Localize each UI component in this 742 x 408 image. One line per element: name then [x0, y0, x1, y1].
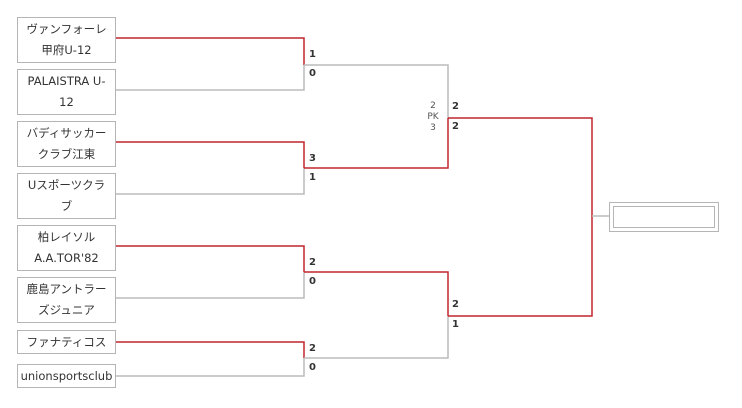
score-sf2-bottom: 1 — [452, 319, 459, 330]
pk-score-bottom: 3 — [430, 123, 436, 133]
team-name-line1: PALAISTRA U- — [27, 74, 106, 88]
bracket-line-sf1-bottom — [304, 118, 449, 169]
champion-box — [609, 202, 719, 232]
score-r1m3-bottom: 0 — [309, 276, 316, 287]
team-name-line2: ズジュニア — [38, 303, 95, 317]
team-name-line2: A.A.TOR'82 — [34, 251, 99, 265]
team-box: 鹿島アントラー ズジュニア — [17, 277, 116, 323]
team-box: ヴァンフォーレ 甲府U-12 — [17, 17, 116, 63]
team-box: Uスポーツクラ ブ — [17, 173, 116, 219]
score-r1m2-top: 3 — [309, 153, 316, 164]
team-name-line1: ファナティコス — [26, 335, 107, 349]
champion-box-inner — [613, 206, 715, 228]
team-box: ファナティコス — [17, 330, 116, 354]
team-name-line1: 鹿島アントラー — [26, 282, 107, 296]
team-name-line2: ブ — [60, 199, 73, 213]
bracket-line-sf2-top — [304, 271, 449, 316]
team-box: バディサッカー クラブ江東 — [17, 121, 116, 167]
bracket-line-r1m3-top — [116, 245, 305, 272]
score-r1m4-bottom: 0 — [309, 362, 316, 373]
bracket-line-sf2-bottom — [304, 316, 449, 359]
team-box: unionsportsclub — [17, 364, 116, 388]
team-name-line1: 柏レイソル — [37, 230, 96, 244]
bracket-line-r1m2-bottom — [116, 168, 305, 195]
score-r1m1-bottom: 0 — [309, 68, 316, 79]
score-r1m3-top: 2 — [309, 257, 316, 268]
score-r1m4-top: 2 — [309, 343, 316, 354]
bracket-line-r1m1-top — [116, 37, 305, 65]
score-r1m2-bottom: 1 — [309, 172, 316, 183]
team-name-line2: クラブ江東 — [37, 147, 96, 161]
pk-score-top: 2 — [430, 101, 436, 111]
score-r1m1-top: 1 — [309, 49, 316, 60]
team-name-line2: 甲府U-12 — [41, 43, 92, 57]
bracket-line-r1m1-bottom — [116, 65, 305, 91]
bracket-line-final-top — [448, 117, 593, 216]
score-sf1-top: 2 — [452, 101, 459, 112]
bracket-line-r1m3-bottom — [116, 272, 305, 299]
bracket-line-r1m2-top — [116, 141, 305, 168]
team-name-line2: 12 — [59, 95, 74, 109]
team-name-line1: ヴァンフォーレ — [26, 22, 107, 36]
team-name-line1: Uスポーツクラ — [27, 178, 106, 192]
team-box: 柏レイソル A.A.TOR'82 — [17, 225, 116, 271]
bracket-line-sf1-top — [304, 64, 449, 118]
bracket-line-r1m4-top — [116, 341, 305, 358]
bracket-line-r1m4-bottom — [116, 358, 305, 377]
score-sf1-bottom: 2 — [452, 121, 459, 132]
score-sf2-top: 2 — [452, 299, 459, 310]
pk-label: PK — [427, 112, 439, 122]
team-name-line1: バディサッカー — [26, 126, 107, 140]
team-name-line1: unionsportsclub — [20, 369, 113, 383]
bracket-line-final-bottom — [448, 216, 593, 317]
team-box: PALAISTRA U- 12 — [17, 69, 116, 115]
